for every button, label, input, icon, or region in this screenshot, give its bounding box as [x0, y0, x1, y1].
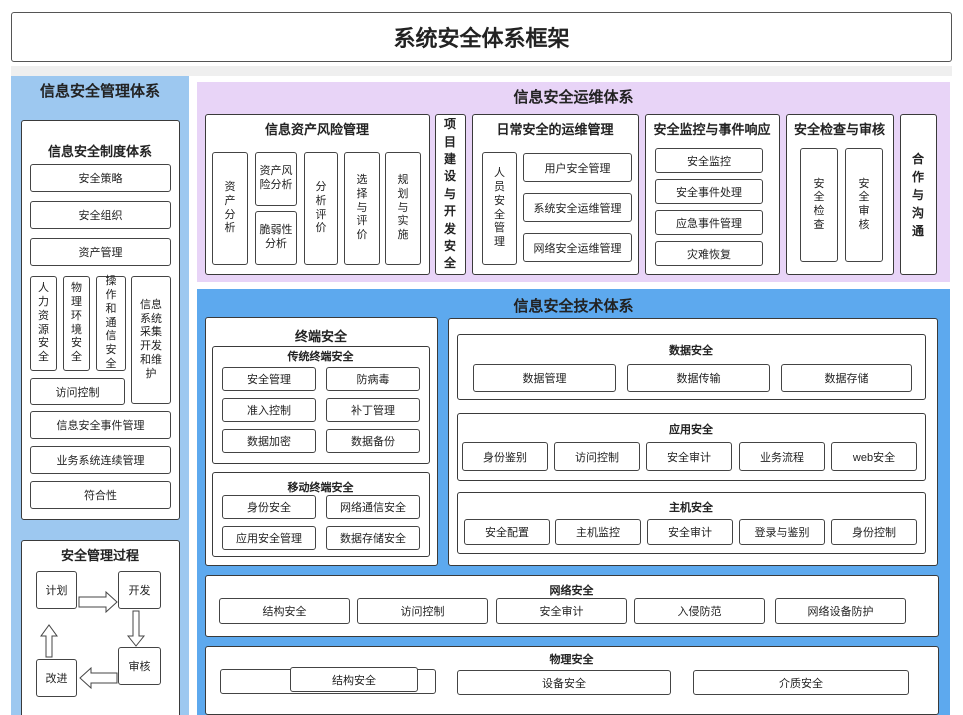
risk-planning[interactable]: 规划与实施: [385, 152, 421, 265]
host-item-4[interactable]: 登录与鉴别: [739, 519, 825, 545]
risk-asset-risk[interactable]: 资产风险分析: [255, 152, 297, 206]
monitor-item-3[interactable]: 应急事件管理: [655, 210, 763, 235]
process-title: 安全管理过程: [60, 547, 139, 563]
ops-title: 信息安全运维体系: [513, 88, 634, 106]
app-item-2[interactable]: 访问控制: [554, 442, 640, 471]
net-item-5[interactable]: 网络设备防护: [775, 598, 906, 624]
host-item-3[interactable]: 安全审计: [647, 519, 733, 545]
data-item-3[interactable]: 数据存储: [781, 364, 912, 392]
process-arrows: [40, 590, 146, 690]
mobile-title: 移动终端安全: [287, 482, 354, 494]
process-review[interactable]: 审核: [118, 647, 161, 685]
monitor-item-2[interactable]: 安全事件处理: [655, 179, 763, 204]
trad-item-6[interactable]: 数据备份: [326, 429, 420, 453]
monitor-item-1[interactable]: 安全监控: [655, 148, 763, 173]
host-item-2[interactable]: 主机监控: [555, 519, 641, 545]
policy-item-access[interactable]: 访问控制: [30, 378, 125, 405]
process-develop[interactable]: 开发: [118, 571, 161, 609]
coop-box[interactable]: 合作与沟通: [900, 114, 937, 275]
daily-user-mgmt[interactable]: 用户安全管理: [523, 153, 632, 182]
trad-item-5[interactable]: 数据加密: [222, 429, 316, 453]
host-title: 主机安全: [669, 502, 713, 514]
audit-check[interactable]: 安全检查: [800, 148, 838, 262]
app-item-4[interactable]: 业务流程: [739, 442, 825, 471]
daily-title: 日常安全的运维管理: [496, 121, 614, 137]
process-plan[interactable]: 计划: [36, 571, 77, 609]
monitor-title: 安全监控与事件响应: [653, 121, 771, 137]
project-label: 项目建设与开发安全: [444, 117, 457, 271]
audit-review[interactable]: 安全审核: [845, 148, 883, 262]
mobile-item-1[interactable]: 身份安全: [222, 495, 316, 519]
framework-title-bar: 系统安全体系框架: [11, 12, 952, 62]
network-title: 网络安全: [549, 585, 594, 597]
policy-item-hr[interactable]: 人力资源安全: [30, 276, 57, 371]
policy-item-asset[interactable]: 资产管理: [30, 238, 171, 266]
trad-item-3[interactable]: 准入控制: [222, 398, 316, 422]
daily-network-ops[interactable]: 网络安全运维管理: [523, 233, 632, 262]
policy-item-ops-comm[interactable]: 操作和通信安全: [96, 275, 126, 371]
tech-title: 信息安全技术体系: [513, 297, 634, 315]
policy-item-organization[interactable]: 安全组织: [30, 201, 171, 229]
mobile-item-4[interactable]: 数据存储安全: [326, 526, 420, 550]
net-item-3[interactable]: 安全审计: [496, 598, 627, 624]
policy-item-physical-env[interactable]: 物理环境安全: [63, 276, 90, 371]
policy-item-sys-dev[interactable]: 信息系统采集开发和维护: [131, 276, 171, 404]
physical-title: 物理安全: [549, 654, 594, 666]
risk-vulnerability[interactable]: 脆弱性分析: [255, 211, 297, 265]
traditional-title: 传统终端安全: [287, 351, 354, 363]
arrow-left-icon: [79, 666, 118, 690]
terminal-title: 终端安全: [294, 328, 347, 344]
mgmt-title: 信息安全管理体系: [39, 82, 160, 100]
arrow-right-icon: [78, 590, 118, 614]
arrow-up-icon: [40, 624, 58, 658]
net-item-1[interactable]: 结构安全: [219, 598, 350, 624]
app-item-5[interactable]: web安全: [831, 442, 917, 471]
monitor-item-4[interactable]: 灾难恢复: [655, 241, 763, 266]
app-item-1[interactable]: 身份鉴别: [462, 442, 548, 471]
policy-item-incident[interactable]: 信息安全事件管理: [30, 411, 171, 439]
trad-item-1[interactable]: 安全管理: [222, 367, 316, 391]
daily-system-ops[interactable]: 系统安全运维管理: [523, 193, 632, 222]
host-item-1[interactable]: 安全配置: [464, 519, 550, 545]
arrow-down-icon: [126, 610, 146, 647]
net-item-2[interactable]: 访问控制: [357, 598, 488, 624]
app-title: 应用安全: [669, 424, 713, 436]
gray-strip: [11, 66, 952, 76]
coop-label: 合作与沟通: [912, 151, 925, 238]
phys-item-3[interactable]: 介质安全: [693, 670, 909, 695]
phys-item-1[interactable]: 结构安全: [290, 667, 418, 692]
risk-title: 信息资产风险管理: [264, 121, 369, 137]
policy-item-strategy[interactable]: 安全策略: [30, 164, 171, 192]
risk-evaluation[interactable]: 分析评价: [304, 152, 338, 265]
audit-title: 安全检查与审核: [793, 121, 885, 137]
net-item-4[interactable]: 入侵防范: [634, 598, 765, 624]
host-item-5[interactable]: 身份控制: [831, 519, 917, 545]
process-improve[interactable]: 改进: [36, 659, 77, 697]
risk-asset-analysis[interactable]: 资产分析: [212, 152, 248, 265]
policy-item-compliance[interactable]: 符合性: [30, 481, 171, 509]
app-item-3[interactable]: 安全审计: [646, 442, 732, 471]
trad-item-4[interactable]: 补丁管理: [326, 398, 420, 422]
policy-title: 信息安全制度体系: [47, 143, 152, 159]
mobile-item-2[interactable]: 网络通信安全: [326, 495, 420, 519]
trad-item-2[interactable]: 防病毒: [326, 367, 420, 391]
project-box[interactable]: 项目建设与开发安全: [435, 114, 466, 275]
policy-item-continuity[interactable]: 业务系统连续管理: [30, 446, 171, 474]
risk-selection[interactable]: 选择与评价: [344, 152, 380, 265]
phys-item-2[interactable]: 设备安全: [457, 670, 671, 695]
data-item-1[interactable]: 数据管理: [473, 364, 616, 392]
data-title: 数据安全: [669, 345, 713, 357]
daily-person[interactable]: 人员安全管理: [482, 152, 517, 265]
data-item-2[interactable]: 数据传输: [627, 364, 770, 392]
page-title: 系统安全体系框架: [393, 26, 570, 51]
mobile-item-3[interactable]: 应用安全管理: [222, 526, 316, 550]
